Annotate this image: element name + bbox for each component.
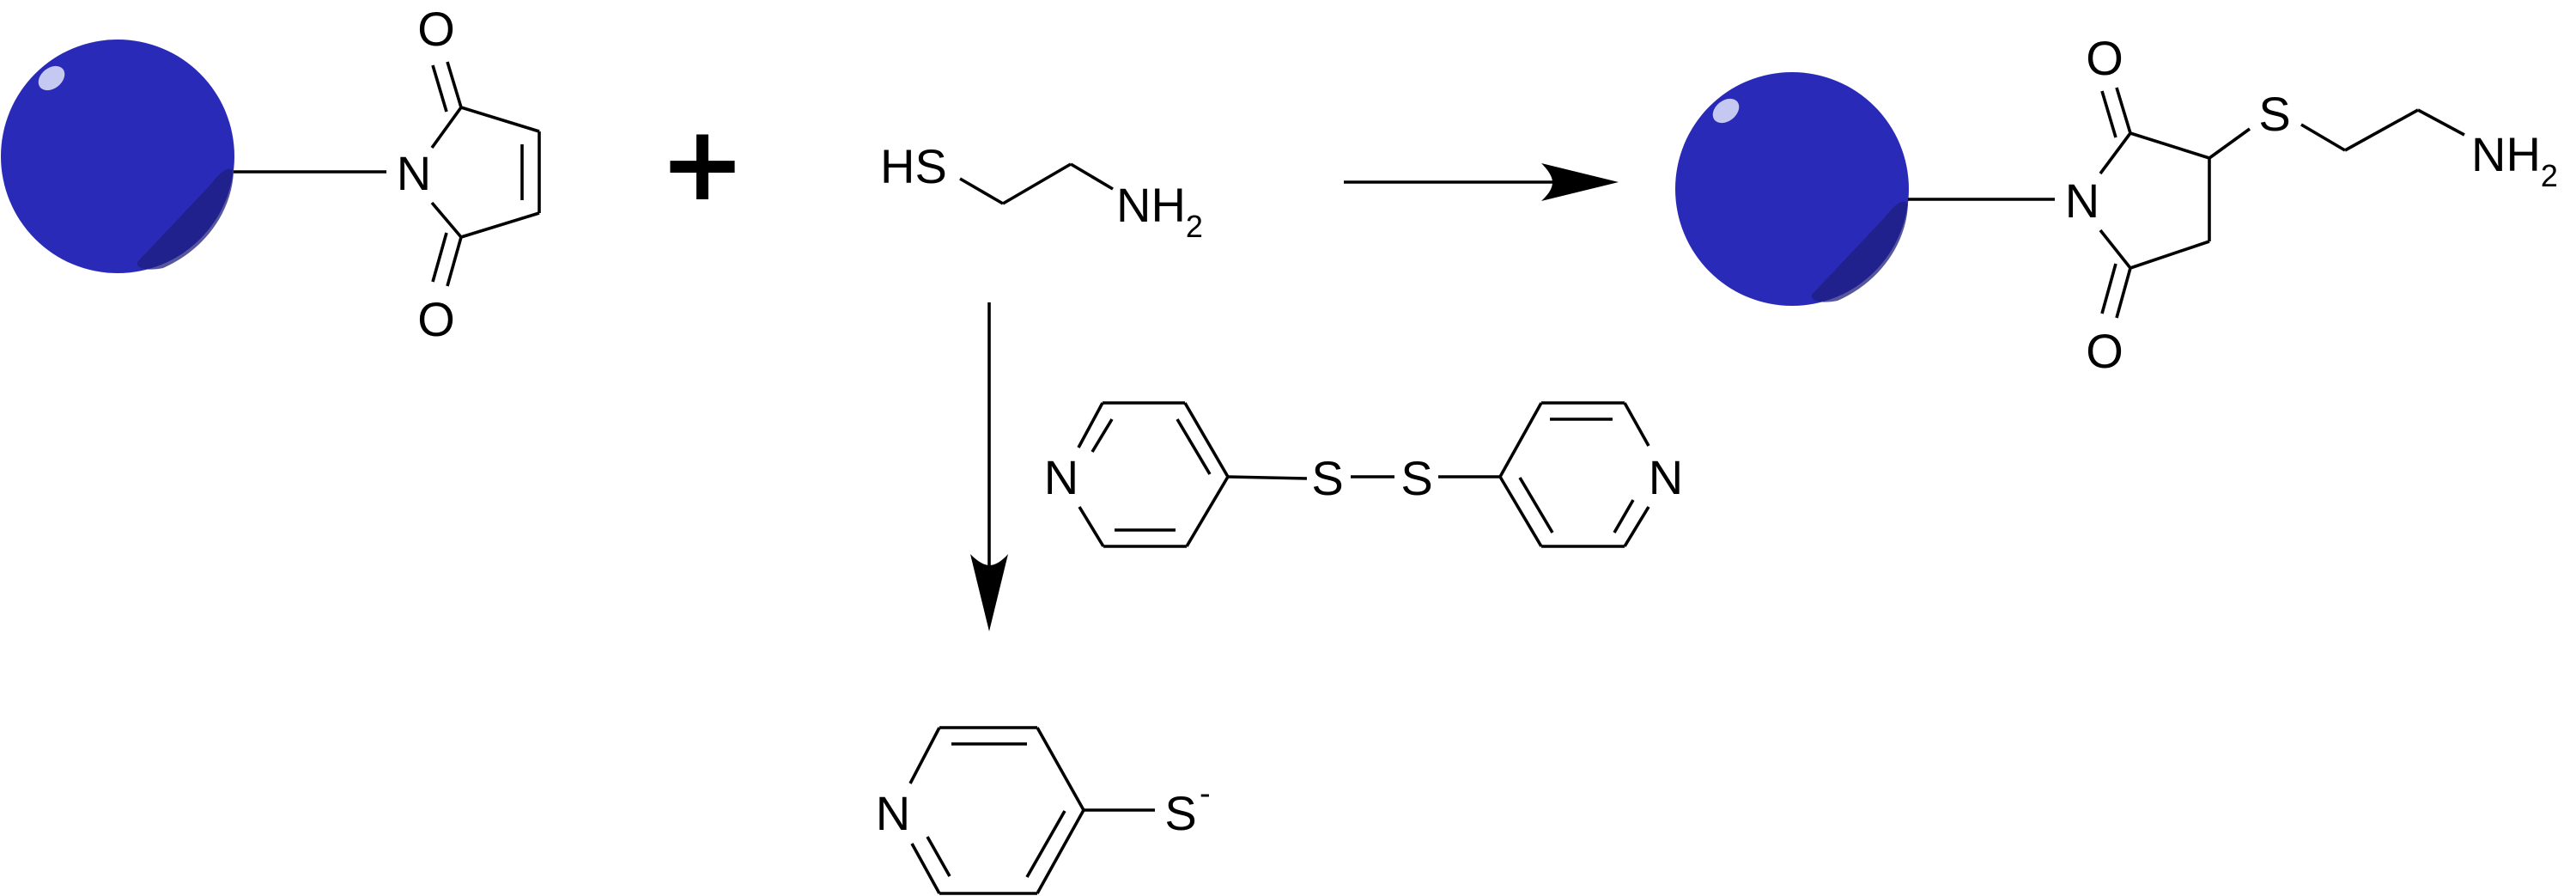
bead-shadow [1811,201,1908,302]
reaction-arrow-right [1344,163,1619,201]
product-molecule: N O O S NH2 [1908,31,2558,378]
bead-sphere [1,40,234,273]
bead-right [1675,72,1909,306]
product-nh2: NH2 [2471,127,2558,193]
pyridine-thiolate-molecule: N S - [876,726,1211,895]
maleimide-o-bottom: O [417,292,455,346]
arrowhead-down [970,554,1008,631]
bead-highlight [1712,98,1740,124]
cysteamine-nh2: NH2 [1116,178,1203,244]
thiolate-s: S [1164,786,1196,840]
thiolate-n: N [876,786,910,840]
bead-sphere [1675,72,1909,306]
arrowhead-right [1541,163,1619,201]
bead-left [1,40,234,273]
maleimide-n: N [397,146,431,200]
product-o-top: O [2086,31,2123,85]
bead-shadow [137,168,234,270]
dps-s2: S [1400,451,1432,505]
dps-n-left: N [1044,450,1078,504]
reaction-arrow-down [970,302,1008,631]
thiolate-charge: - [1200,776,1211,812]
product-n: N [2065,174,2099,228]
bead-highlight [38,65,65,91]
maleimide-o-top: O [417,2,455,56]
product-o-bottom: O [2086,324,2123,378]
cysteamine-hs: HS [880,139,947,193]
dps-n-right: N [1649,450,1683,504]
dps-s1: S [1311,451,1343,505]
cysteamine-molecule: HS NH2 [880,139,1203,244]
maleimide-molecule: N O O [234,2,541,346]
product-s: S [2258,87,2290,141]
plus-sign: + [659,105,746,224]
dipyridyl-disulfide-molecule: N S S N [1044,401,1683,548]
